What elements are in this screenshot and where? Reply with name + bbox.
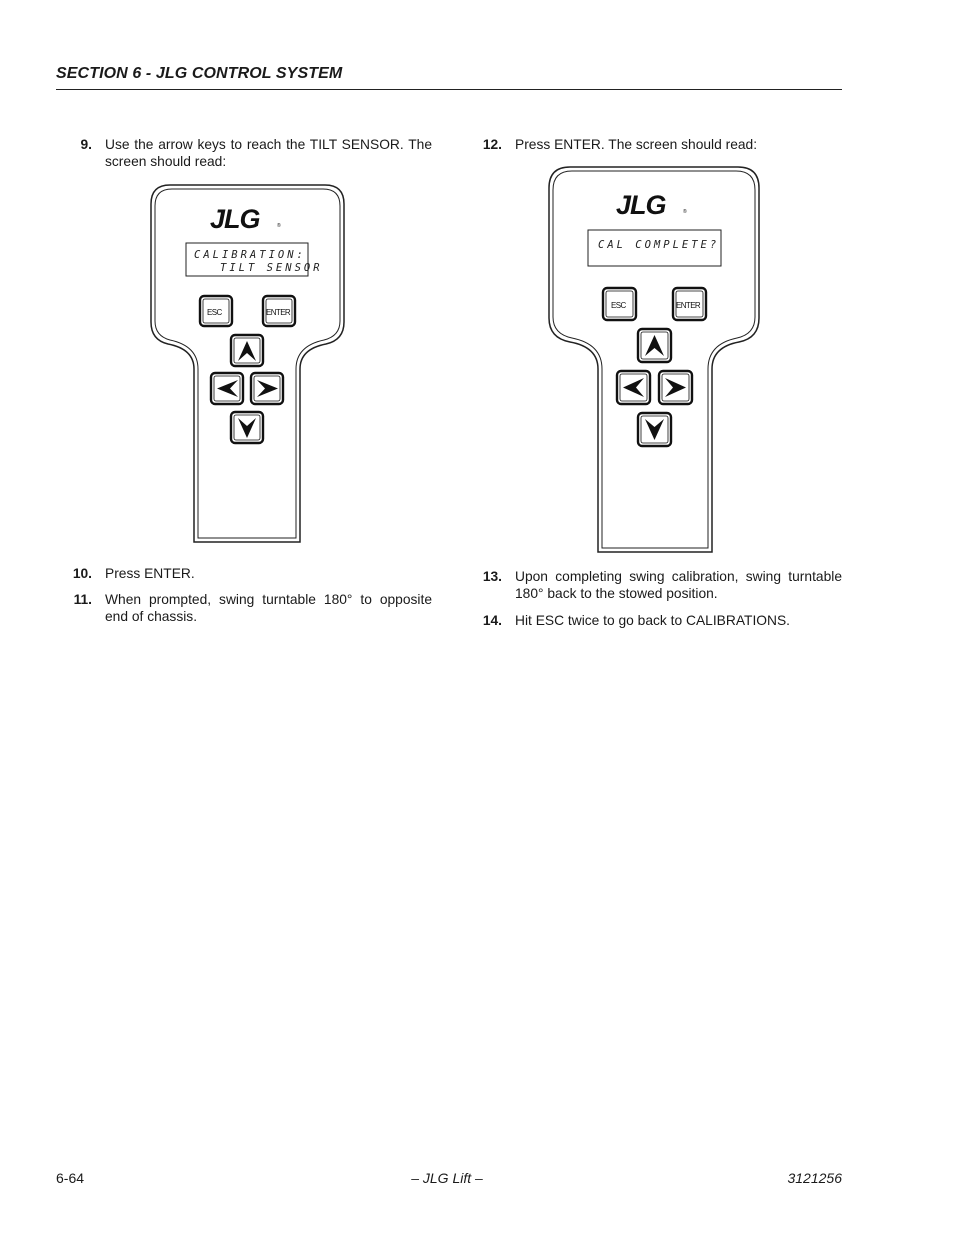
svg-text:®: ® xyxy=(683,208,687,215)
step-text: Hit ESC twice to go back to CALIBRATIONS… xyxy=(515,613,791,628)
step-text: Upon completing swing calibration, swing… xyxy=(515,569,842,601)
up-arrow-icon xyxy=(238,341,256,361)
step-number: 12. xyxy=(482,137,502,152)
enter-key[interactable]: ENTER xyxy=(261,294,297,328)
step-number: 11. xyxy=(73,592,92,607)
lcd-line-2: TILT SENSOR xyxy=(220,262,323,274)
section-title: SECTION 6 - JLG CONTROL SYSTEM xyxy=(56,65,343,82)
step-text: Press ENTER. The screen should read: xyxy=(515,137,758,152)
lcd-line-1: CALIBRATION: xyxy=(194,249,306,261)
left-arrow-icon xyxy=(623,378,644,397)
step-text: When prompted, swing turntable 180° to o… xyxy=(105,592,432,624)
document-number: 3121256 xyxy=(787,1170,842,1186)
esc-key-label: ESC xyxy=(611,301,626,310)
step-number: 14. xyxy=(482,613,502,628)
down-arrow-key[interactable] xyxy=(229,410,265,445)
up-arrow-icon xyxy=(645,335,664,356)
jlg-logo-text: JLG xyxy=(616,190,667,220)
svg-text:®: ® xyxy=(277,222,281,229)
pendant-body-inner xyxy=(154,188,341,539)
step-number: 9. xyxy=(80,137,92,152)
up-arrow-key[interactable] xyxy=(229,333,265,368)
left-arrow-key[interactable] xyxy=(615,369,652,406)
lcd-line-1: CAL COMPLETE? xyxy=(598,239,719,251)
enter-key[interactable]: ENTER xyxy=(671,286,708,322)
enter-key-label: ENTER xyxy=(266,308,291,317)
down-arrow-icon xyxy=(238,418,256,438)
step-14: 14. Hit ESC twice to go back to CALIBRAT… xyxy=(466,612,842,630)
header-divider xyxy=(56,89,842,90)
step-13: 13. Upon completing swing calibration, s… xyxy=(466,568,842,604)
esc-key[interactable]: ESC xyxy=(198,294,234,328)
step-10: 10. Press ENTER. xyxy=(56,565,432,583)
jlg-logo: JLG ® xyxy=(616,190,687,220)
step-number: 13. xyxy=(482,569,502,584)
pendant-body-outer xyxy=(548,166,760,553)
esc-key-label: ESC xyxy=(207,308,222,317)
analyzer-pendant-right: JLG ® CAL COMPLETE? ESC ENTER xyxy=(548,166,761,555)
esc-key[interactable]: ESC xyxy=(601,286,638,322)
pendant-body-outer xyxy=(150,184,345,543)
up-arrow-key[interactable] xyxy=(636,327,673,364)
right-arrow-key[interactable] xyxy=(657,369,694,406)
jlg-logo: JLG ® xyxy=(210,204,281,234)
left-arrow-key[interactable] xyxy=(209,371,245,406)
step-12: 12. Press ENTER. The screen should read: xyxy=(466,136,842,154)
right-arrow-icon xyxy=(665,378,686,397)
step-11: 11. When prompted, swing turntable 180° … xyxy=(56,591,432,627)
left-arrow-icon xyxy=(217,380,238,397)
jlg-logo-text: JLG xyxy=(210,204,261,234)
lcd-display xyxy=(587,229,722,267)
footer-center-title: – JLG Lift – xyxy=(411,1170,483,1186)
right-arrow-key[interactable] xyxy=(249,371,285,406)
page-number: 6-64 xyxy=(56,1170,85,1186)
step-text: Press ENTER. xyxy=(105,566,195,581)
down-arrow-icon xyxy=(645,419,664,440)
step-number: 10. xyxy=(72,566,92,581)
right-arrow-icon xyxy=(257,380,278,397)
down-arrow-key[interactable] xyxy=(636,411,673,448)
step-9: 9. Use the arrow keys to reach the TILT … xyxy=(56,136,432,172)
enter-key-label: ENTER xyxy=(676,301,701,310)
analyzer-pendant-left: JLG ® CALIBRATION: TILT SENSOR ESC ENTER xyxy=(150,184,345,546)
step-text: Use the arrow keys to reach the TILT SEN… xyxy=(105,137,432,169)
lcd-display xyxy=(185,242,309,277)
pendant-body-inner xyxy=(552,170,756,549)
